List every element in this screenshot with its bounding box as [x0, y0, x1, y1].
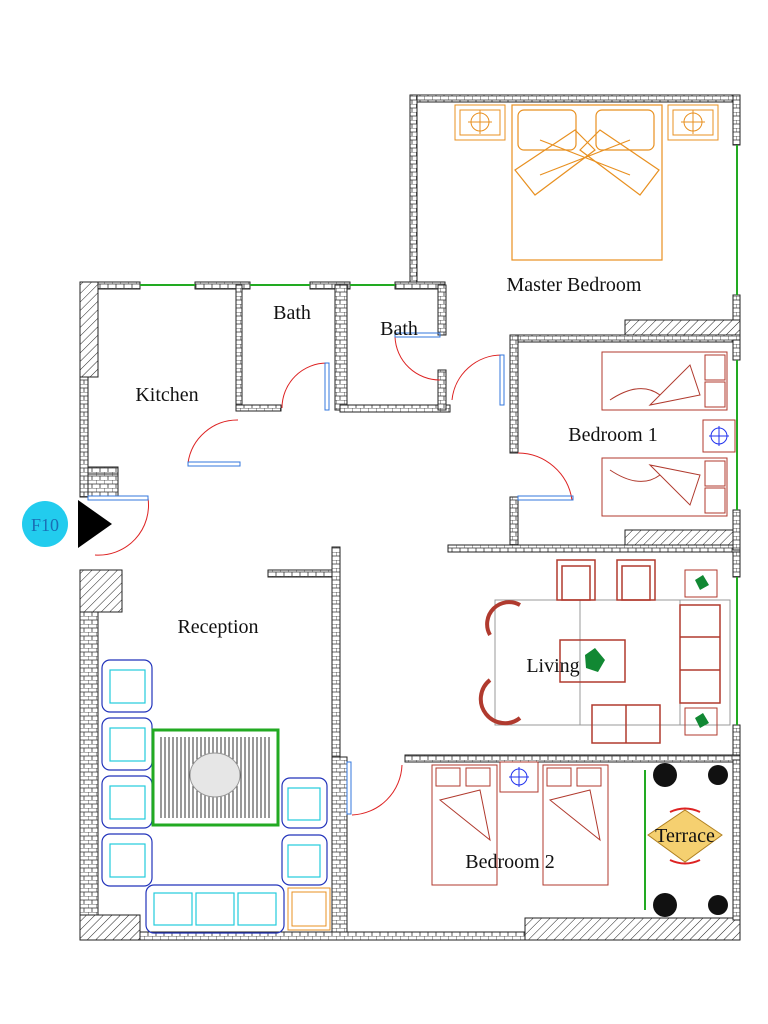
label-bedroom-2: Bedroom 2 [465, 851, 554, 873]
label-living: Living [526, 655, 579, 677]
entrance-marker-label: F10 [31, 515, 59, 535]
label-bath-2: Bath [380, 318, 418, 340]
reception-side-table [287, 887, 331, 931]
bedroom1-nightstand [702, 419, 736, 453]
living-armchairs [478, 559, 721, 744]
bedroom1-bed-bottom [601, 457, 728, 517]
label-kitchen: Kitchen [135, 384, 198, 406]
living-coffee-table [559, 639, 626, 683]
label-bedroom-1: Bedroom 1 [568, 424, 657, 446]
label-reception: Reception [177, 616, 258, 638]
label-master-bedroom: Master Bedroom [507, 274, 642, 296]
reception-rug [151, 728, 280, 827]
entrance-marker [22, 500, 112, 548]
master-bed [511, 104, 663, 261]
reception-sofa [145, 884, 285, 934]
windows [140, 145, 738, 910]
bedroom2-beds [431, 764, 609, 886]
reception-chairs-right [281, 777, 328, 886]
nightstand-left [454, 104, 506, 141]
label-terrace: Terrace [655, 825, 715, 847]
bedroom2-nightstand [499, 761, 539, 793]
terrace-plants [653, 763, 728, 917]
living-side-tables [684, 569, 718, 736]
terrace-table [647, 807, 723, 865]
reception-chairs-left [101, 659, 153, 887]
nightstand-right [667, 104, 719, 141]
label-bath-1: Bath [273, 302, 311, 324]
walls [79, 94, 741, 941]
doors [87, 332, 574, 816]
bedroom1-bed-top [601, 351, 728, 411]
